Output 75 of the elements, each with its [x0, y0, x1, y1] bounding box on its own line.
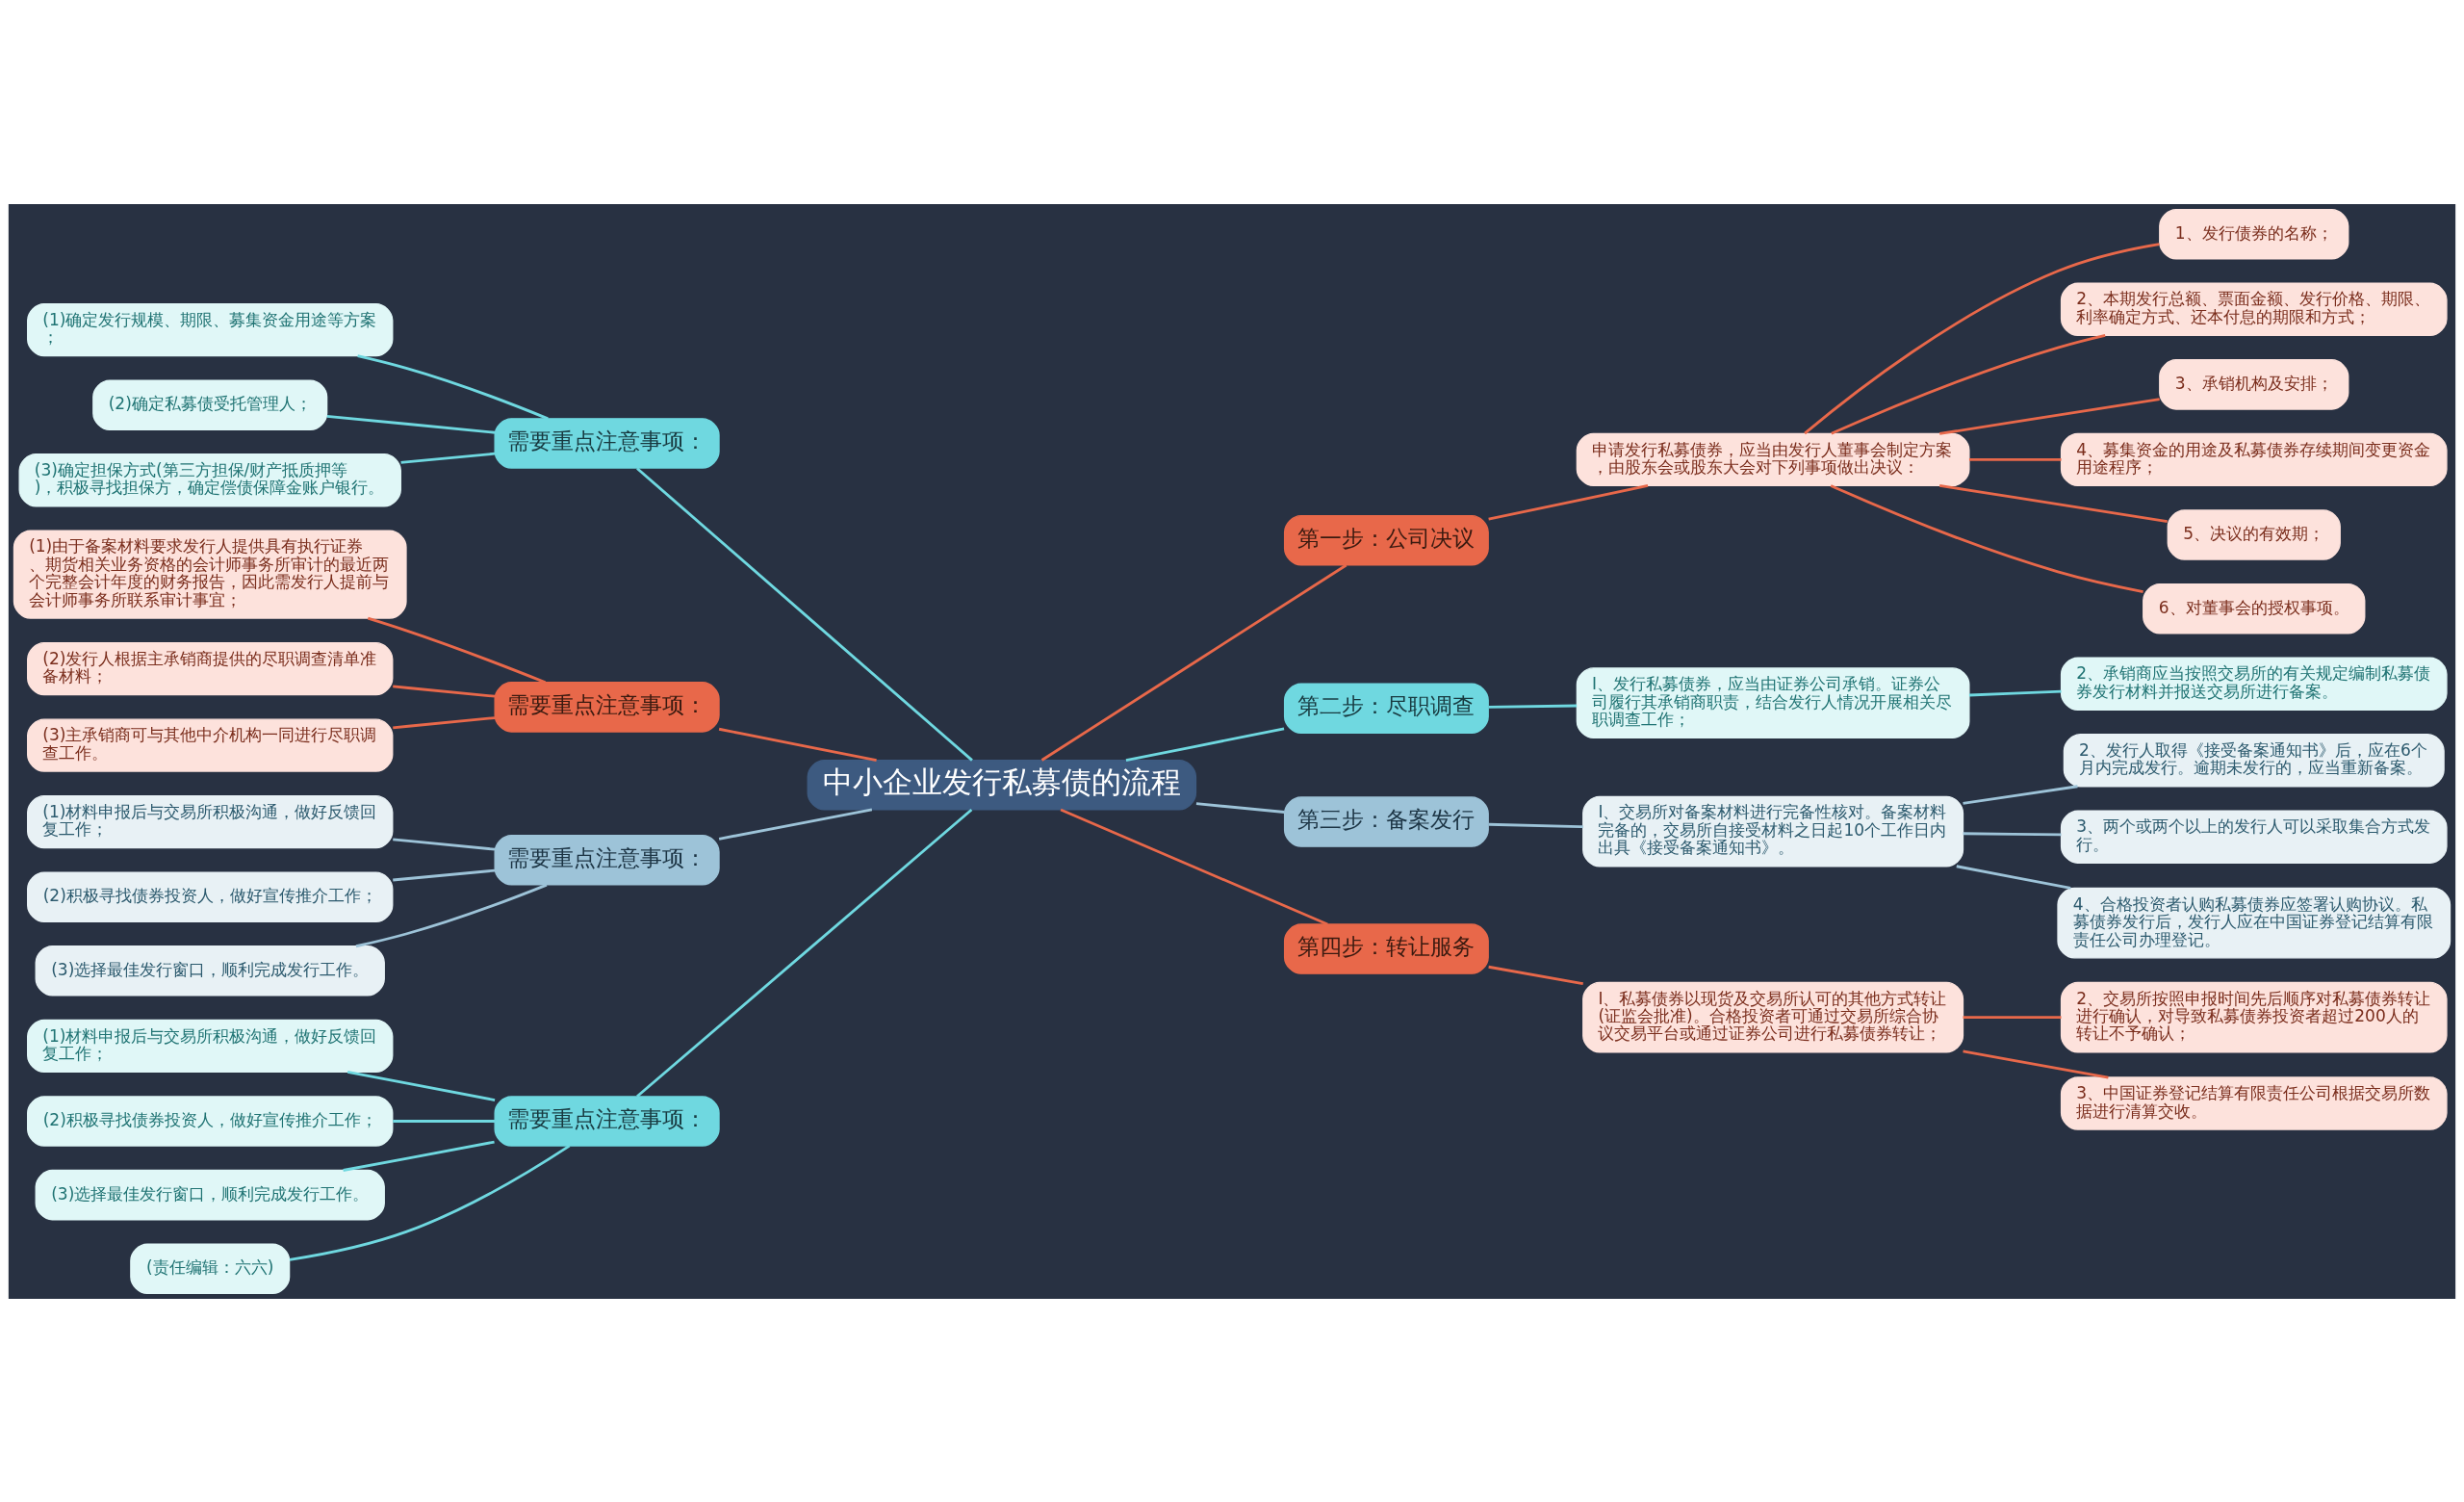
node-box: (1)确定发行规模、期限、募集资金用途等方案； — [27, 302, 394, 356]
connector — [1040, 563, 1348, 762]
connector — [357, 353, 549, 420]
connector — [1963, 831, 2062, 836]
connector — [1488, 483, 1649, 521]
node-box: 需要重点注意事项： — [494, 1095, 720, 1147]
connector — [393, 868, 496, 881]
connector — [1938, 483, 2168, 523]
connector — [367, 616, 547, 684]
node-box: (3)主承销商可与其他中介机构一同进行尽职调查工作。 — [27, 717, 394, 772]
connector — [1488, 704, 1578, 709]
node-box: (2)积极寻找债券投资人，做好宣传推介工作； — [27, 870, 394, 922]
node-box: 申请发行私募债券，应当由发行人董事会制定方案，由股东会或股东大会对下列事项做出决议： — [1576, 432, 1970, 486]
node-box: 需要重点注意事项： — [494, 834, 720, 886]
node-box: I、发行私募债券，应当由证券公司承销。证券公司履行其承销商职责，结合发行人情况开展相关尽职调查工作； — [1576, 666, 1970, 738]
node-box: 6、对董事会的授权事项。 — [2143, 583, 2366, 634]
connector — [393, 685, 496, 698]
connector — [1125, 726, 1285, 762]
node-box: (1)材料申报后与交易所积极沟通，做好反馈回复工作； — [27, 794, 394, 848]
connector — [393, 715, 496, 729]
connector — [1830, 483, 2143, 593]
connector — [1963, 1015, 2062, 1019]
node-box: 第一步：公司决议 — [1283, 514, 1489, 565]
node-box: 1、发行债券的名称； — [2159, 208, 2349, 259]
connector — [718, 807, 873, 841]
node-box: (3)确定担保方式(第三方担保/财产抵质押等)，积极寻找担保方，确定偿债保障金账户银行。 — [18, 453, 401, 506]
connector — [1956, 864, 2071, 890]
connector — [393, 838, 496, 851]
connector — [346, 1070, 496, 1101]
node-box: (1)由于备案材料要求发行人提供具有执行证券、期货相关业务资格的会计师事务所审计的最近两个完整会计年度的财务报告，因此需发行人提前与会计师事务所联系审计事宜； — [13, 530, 407, 619]
connector — [393, 1119, 496, 1123]
connector — [289, 1144, 571, 1261]
node-box: 第二步：尽职调查 — [1283, 683, 1489, 734]
connector — [1968, 457, 2062, 461]
node-box: (2)发行人根据主承销商提供的尽职调查清单准备材料； — [27, 641, 394, 695]
connector — [1831, 333, 2106, 435]
node-box: 需要重点注意事项： — [494, 681, 720, 733]
node-box: 第四步：转让服务 — [1283, 922, 1489, 974]
connector — [355, 883, 548, 947]
connector — [636, 466, 973, 762]
node-box: 2、交易所按照申报时间先后顺序对私募债券转让进行确认，对导致私募债券投资者超过200人的转让不予确认； — [2060, 981, 2448, 1052]
connector — [1488, 822, 1583, 828]
node-box: 中小企业发行私募债的流程 — [807, 759, 1197, 811]
node-box: (3)选择最佳发行窗口，顺利完成发行工作。 — [35, 945, 385, 997]
connector — [1938, 397, 2160, 435]
connector — [1804, 242, 2160, 434]
connector — [343, 1140, 495, 1172]
connector — [718, 727, 877, 762]
connector — [1963, 1049, 2109, 1078]
node-box: 4、合格投资者认购私募债券应签署认购协议。私募债券发行后，发行人应在中国证券登记结算有限责任公司办理登记。 — [2057, 887, 2451, 959]
node-box: 3、中国证券登记结算有限责任公司根据交易所数据进行清算交收。 — [2060, 1075, 2448, 1130]
node-box: (3)选择最佳发行窗口，顺利完成发行工作。 — [35, 1169, 385, 1220]
connector — [1195, 801, 1285, 814]
node-box: 3、两个或两个以上的发行人可以采取集合方式发行。 — [2060, 810, 2448, 864]
node-box: 2、承销商应当按照交易所的有关规定编制私募债券发行材料并报送交易所进行备案。 — [2060, 657, 2448, 711]
node-box: 4、募集资金的用途及私募债券存续期间变更资金用途程序； — [2060, 432, 2448, 486]
node-box: 需要重点注意事项： — [494, 417, 720, 469]
node-box: 2、本期发行总额、票面金额、发行价格、期限、利率确定方式、还本付息的期限和方式； — [2060, 282, 2448, 336]
connector — [1968, 689, 2062, 696]
node-box: I、交易所对备案材料进行完备性核对。备案材料完备的，交易所自接受材料之日起10个工作日内出具《接受备案通知书》。 — [1582, 795, 1964, 867]
node-box: 第三步：备案发行 — [1283, 795, 1489, 847]
connector — [400, 452, 496, 464]
node-box: (2)确定私募债受托管理人； — [92, 378, 328, 430]
connector — [636, 808, 973, 1098]
connector — [1963, 784, 2078, 805]
connector — [1060, 808, 1328, 925]
node-box: 3、承销机构及安排； — [2159, 358, 2349, 410]
node-box: 2、发行人取得《接受备案通知书》后，应在6个月内完成发行。逾期未发行的，应当重新备案。 — [2063, 733, 2445, 787]
connector — [326, 414, 496, 434]
node-box: (责任编辑：六六) — [130, 1243, 291, 1294]
connector — [1488, 965, 1583, 985]
node-box: (2)积极寻找债券投资人，做好宣传推介工作； — [27, 1095, 394, 1147]
node-box: (1)材料申报后与交易所积极沟通，做好反馈回复工作； — [27, 1019, 394, 1073]
node-box: 5、决议的有效期； — [2167, 508, 2341, 560]
node-box: I、私募债券以现货及交易所认可的其他方式转让(证监会批准)。合格投资者可通过交易所综合协议交易平台或通过证券公司进行私募债券转让； — [1582, 981, 1964, 1052]
